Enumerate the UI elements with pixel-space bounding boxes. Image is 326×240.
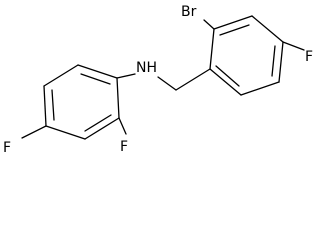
- atom-labels: Br NH F F F: [3, 4, 313, 156]
- ring-a-bond-4: [240, 81, 280, 96]
- bond-ring-to-fluorine-ortho: [118, 117, 127, 135]
- fluorine-para-label: F: [3, 140, 11, 156]
- bond-ring-to-ch2: [175, 68, 211, 91]
- fluorine-ortho-label: F: [120, 139, 128, 155]
- ring-a-bond-1: [213, 15, 253, 30]
- ring-b-inner-double-1: [80, 73, 111, 85]
- ring-b-inner-double-2: [84, 114, 112, 132]
- difluoro-anilino-ring: [43, 64, 120, 140]
- ring-b-bond-2: [116, 77, 120, 119]
- bromine-label: Br: [181, 4, 197, 20]
- bond-nh-to-ring: [116, 73, 136, 79]
- ring-b-inner-double-3: [51, 89, 55, 121]
- bond-ring-to-fluorine-para: [21, 125, 47, 139]
- ring-b-bond-6: [43, 64, 79, 87]
- ring-a-bond-3: [278, 41, 284, 83]
- bond-ring-to-fluorine-benzyl: [282, 41, 305, 51]
- ring-a-inner-double-1: [219, 24, 250, 36]
- bromo-fluoro-benzyl-ring: [209, 15, 284, 96]
- ring-b-bond-3: [84, 117, 120, 140]
- fluorine-benzyl-label: F: [305, 49, 313, 65]
- bond-ch2-to-nh: [157, 76, 177, 91]
- ring-a-inner-double-2: [271, 45, 276, 77]
- ring-a-bond-2: [251, 15, 284, 43]
- bond-ring-to-bromine: [203, 19, 215, 30]
- chemical-structure: Br NH F F F: [3, 4, 313, 156]
- ring-b-bond-1: [77, 64, 118, 79]
- ring-a-inner-double-3: [215, 65, 240, 87]
- ring-b-bond-4: [45, 125, 86, 140]
- amine-label: NH: [136, 60, 157, 76]
- ring-a-bond-5: [209, 68, 242, 96]
- ring-b-bond-5: [43, 85, 47, 127]
- ring-a-bond-6: [209, 28, 215, 70]
- substituent-bonds: [21, 19, 305, 139]
